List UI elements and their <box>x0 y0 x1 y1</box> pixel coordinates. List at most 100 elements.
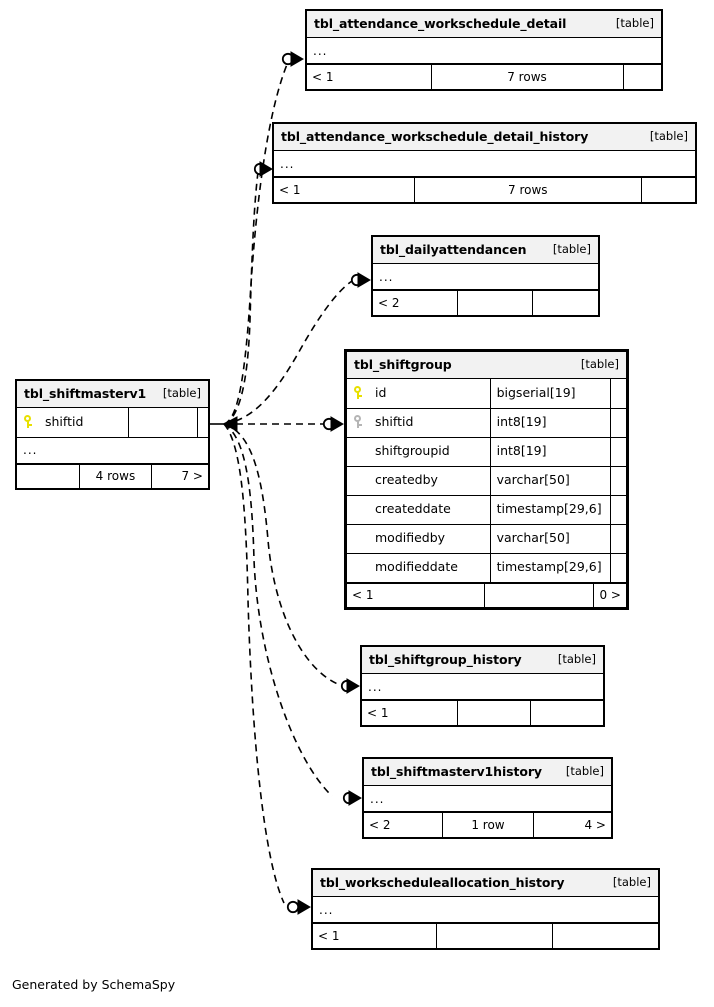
edge-arrowhead <box>348 790 362 806</box>
column-list: shiftid <box>17 408 208 438</box>
table-footer: < 1 0 > <box>347 582 626 607</box>
table-node[interactable]: tbl_shiftgroup_history[table]...< 1 <box>360 645 605 727</box>
edge-zero-or-more-marker <box>342 791 356 805</box>
table-title-bar[interactable]: tbl_dailyattendancen[table] <box>373 237 598 264</box>
table-footer-cell: < 1 <box>313 923 438 948</box>
table-node[interactable]: tbl_attendance_workschedule_detail[table… <box>305 9 663 91</box>
table-type-tag: [table] <box>612 875 651 890</box>
column-name-cell: createdby <box>347 466 491 496</box>
table-footer-cell: 7 rows <box>431 64 624 89</box>
edge-arrowhead <box>346 678 360 694</box>
table-title-bar[interactable]: tbl_shiftmasterv1history[table] <box>364 759 611 786</box>
collapsed-columns-ellipsis: ... <box>307 38 661 64</box>
column-name: createdby <box>375 472 438 488</box>
table-footer-cell <box>436 923 553 948</box>
column-name-cell: id <box>347 379 491 409</box>
table-footer-cell: < 1 <box>274 177 415 202</box>
column-name: id <box>375 385 387 400</box>
key-slot <box>353 414 375 431</box>
column-spacer-cell <box>610 466 626 496</box>
table-footer-cell <box>533 291 598 315</box>
column-type-cell: bigserial[19] <box>490 379 611 409</box>
column-spacer-cell <box>610 437 626 467</box>
column-name: createddate <box>375 501 451 517</box>
column-row[interactable]: id bigserial[19] <box>347 379 626 409</box>
foreign-key-icon <box>353 414 364 428</box>
column-type-cell: int8[19] <box>490 408 611 438</box>
table-footer-cell <box>457 700 531 725</box>
table-title-bar[interactable]: tbl_shiftgroup_history [table] <box>362 647 603 674</box>
column-type-cell: timestamp[29,6] <box>490 495 611 525</box>
edge-zero-or-more-marker <box>340 679 354 693</box>
edge-zero-or-more-marker <box>281 52 295 66</box>
table-type-tag: [table] <box>557 652 596 667</box>
key-slot <box>23 414 45 431</box>
generated-by-note: Generated by SchemaSpy <box>12 977 176 992</box>
table-footer-cell <box>552 924 658 948</box>
table-footer-cell <box>623 65 661 89</box>
collapsed-columns-ellipsis: ... <box>373 264 598 290</box>
column-spacer-cell <box>610 553 626 583</box>
table-footer-cell: 1 row <box>442 812 534 837</box>
table-title-bar[interactable]: tbl_attendance_workschedule_detail_histo… <box>274 124 695 151</box>
relationship-edge[interactable] <box>223 423 360 694</box>
column-list: id bigserial[19] shiftid int8[19]shiftgroup… <box>347 379 626 583</box>
table-title-bar[interactable]: tbl_shiftmasterv1[table] <box>17 381 208 408</box>
edge-arrowhead <box>297 899 311 915</box>
column-type-cell <box>128 408 199 438</box>
table-node[interactable]: tbl_dailyattendancen[table]...< 2 <box>371 235 600 317</box>
relationship-edge[interactable] <box>223 423 311 915</box>
table-node[interactable]: tbl_workscheduleallocation_history [table… <box>311 868 660 950</box>
table-node[interactable]: tbl_attendance_workschedule_detail_histo… <box>272 122 697 204</box>
column-type-cell: timestamp[29,6] <box>490 553 611 583</box>
edge-zero-or-more-marker <box>253 162 267 176</box>
table-title-bar[interactable]: tbl_workscheduleallocation_history [table… <box>313 870 658 897</box>
edge-zero-or-more-marker <box>350 273 364 287</box>
table-footer-cell: 0 > <box>599 588 621 603</box>
column-name-cell: shiftid <box>347 408 491 438</box>
table-footer-cell: 7 rows <box>414 177 642 202</box>
column-type-cell: varchar[50] <box>490 466 611 496</box>
edge-dashed-path <box>223 171 259 425</box>
column-name: modifiedby <box>375 530 446 546</box>
table-name: tbl_workscheduleallocation_history <box>320 874 565 890</box>
edge-arrowhead <box>330 416 344 432</box>
table-footer: < 2 <box>373 290 598 315</box>
relationship-edge[interactable] <box>224 416 344 432</box>
relationship-edge[interactable] <box>223 423 362 806</box>
table-node[interactable]: tbl_shiftmasterv1[table]shiftid...4 rows… <box>15 379 210 490</box>
table-name: tbl_shiftgroup <box>354 356 452 372</box>
column-spacer-cell <box>610 495 626 525</box>
table-name: tbl_shiftgroup_history <box>369 651 522 667</box>
column-spacer-cell <box>610 379 626 409</box>
column-name: shiftid <box>45 414 84 429</box>
table-type-tag: [table] <box>162 386 201 401</box>
column-name-cell: createddate <box>347 495 491 525</box>
table-footer: < 1 <box>362 700 603 725</box>
column-row[interactable]: createdby varchar[50] <box>347 466 626 496</box>
column-row[interactable]: createddate timestamp[29,6] <box>347 495 626 525</box>
more-columns-ellipsis: ... <box>17 438 208 464</box>
column-name: shiftid <box>375 414 414 430</box>
table-footer-cell <box>17 464 81 488</box>
relationship-edge[interactable] <box>223 161 273 425</box>
column-spacer-cell <box>610 524 626 554</box>
table-footer-cell <box>484 583 595 607</box>
table-footer: < 1 <box>313 923 658 948</box>
table-title-bar[interactable]: tbl_attendance_workschedule_detail[table… <box>307 11 661 38</box>
column-row[interactable]: shiftid int8[19] <box>347 408 626 438</box>
table-footer-cell: < 1 <box>307 64 432 89</box>
table-footer-cell: < 2 <box>373 290 458 315</box>
column-row[interactable]: shiftid <box>17 408 208 438</box>
table-title-bar[interactable]: tbl_shiftgroup[table] <box>347 352 626 379</box>
table-footer-cell: < 1 <box>347 583 485 607</box>
relationship-edge[interactable] <box>223 51 304 425</box>
